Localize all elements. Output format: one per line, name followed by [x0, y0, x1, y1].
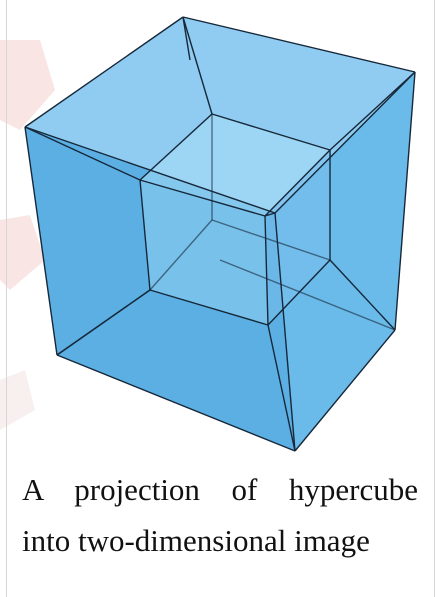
- caption-line-2: into two-dimensional image: [22, 523, 370, 558]
- inner-face-top: [140, 114, 330, 216]
- figure-caption: A projection of hypercube into two-dimen…: [22, 464, 418, 566]
- cube-face-right: [275, 72, 415, 451]
- watermark-decoration: [0, 40, 55, 430]
- caption-line-1: A projection of hypercube: [22, 472, 418, 507]
- hypercube-image: [24, 16, 416, 452]
- cube-edges: [24, 16, 416, 452]
- inner-face-front: [140, 180, 268, 325]
